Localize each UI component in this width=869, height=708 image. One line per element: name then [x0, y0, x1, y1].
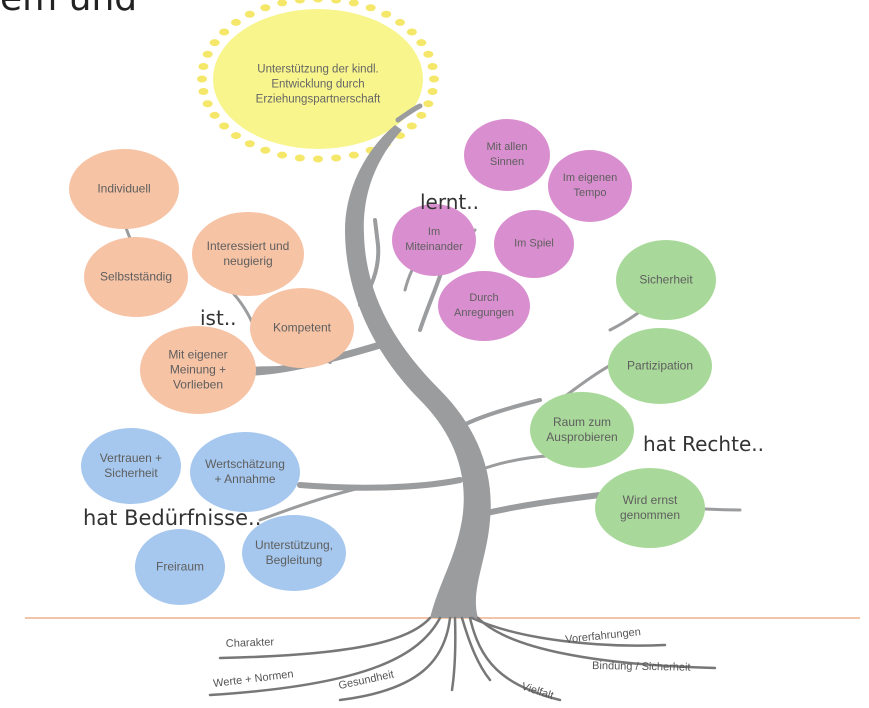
sun-dot [313, 155, 323, 163]
sun-dot [260, 146, 271, 154]
bubble-shape-beduerfnisse-2 [135, 529, 225, 605]
sun-dot [313, 0, 323, 3]
sun-dot [202, 100, 213, 108]
sun-dot [331, 154, 342, 162]
sun-dot [202, 50, 213, 58]
sun-dot [365, 4, 376, 12]
sun-dot [423, 50, 434, 58]
bubble-shape-rechte-3 [595, 468, 705, 548]
sun-dot [230, 132, 241, 140]
label-lernt: lernt.. [420, 190, 479, 214]
sun-dot [209, 111, 220, 119]
sun-dot [427, 62, 438, 70]
sun-dot [260, 4, 271, 12]
header-fragment: em und [0, 0, 137, 19]
bubble-shape-rechte-2 [530, 392, 634, 468]
label-ist: ist.. [200, 306, 237, 330]
sun-dot [209, 39, 220, 47]
sun-dot [219, 28, 230, 36]
sun-dot [331, 0, 342, 4]
sun-dot [244, 140, 255, 148]
label-rechte: hat Rechte.. [643, 432, 764, 456]
bubble-shape-lernt-1 [548, 150, 632, 222]
sun-dot [348, 0, 359, 7]
sun-dot [197, 75, 207, 83]
root-charakter: Charakter [225, 636, 275, 650]
sun-dot [294, 0, 305, 4]
sun-dot [416, 39, 427, 47]
bubble-shape-rechte-0 [616, 240, 716, 320]
sun-dot [395, 18, 406, 26]
sun-dot [423, 100, 434, 108]
bubbles [69, 119, 716, 605]
bubble-shape-beduerfnisse-0 [81, 428, 181, 504]
bubble-shape-beduerfnisse-3 [242, 515, 346, 591]
sun-dot [406, 122, 417, 130]
sun-dot [230, 18, 241, 26]
label-beduerfnisse: hat Bedürfnisse.. [83, 506, 262, 530]
sun-dot [219, 122, 230, 130]
bubble-shape-lernt-0 [464, 119, 550, 191]
sun-dot [348, 151, 359, 159]
bubble-shape-lernt-2 [392, 204, 476, 276]
root-bindung: Bindung / Sicherheit [592, 660, 691, 674]
sun-circle [213, 9, 423, 149]
bubble-shape-ist-4 [140, 326, 256, 414]
bubble-shape-lernt-4 [438, 271, 530, 341]
sun-dot [416, 111, 427, 119]
tree-trunk [345, 125, 491, 618]
sun-dot [381, 10, 392, 18]
sun-dot [277, 0, 288, 7]
bubble-shape-beduerfnisse-1 [190, 432, 300, 512]
sun-dot [406, 28, 417, 36]
sun-dot [198, 88, 209, 96]
sun-dot [294, 154, 305, 162]
bubble-shape-rechte-1 [608, 328, 712, 404]
sun-dot [244, 10, 255, 18]
sun-dot [277, 151, 288, 159]
sun-dot [429, 75, 439, 83]
bubble-shape-ist-0 [69, 149, 179, 229]
sun-dot [427, 88, 438, 96]
sun-dot [198, 62, 209, 70]
bubble-shape-lernt-3 [494, 210, 574, 278]
bubble-shape-ist-3 [250, 288, 354, 368]
bubble-shape-ist-1 [84, 237, 188, 317]
roots [208, 616, 717, 702]
bubble-shape-ist-2 [192, 212, 304, 296]
